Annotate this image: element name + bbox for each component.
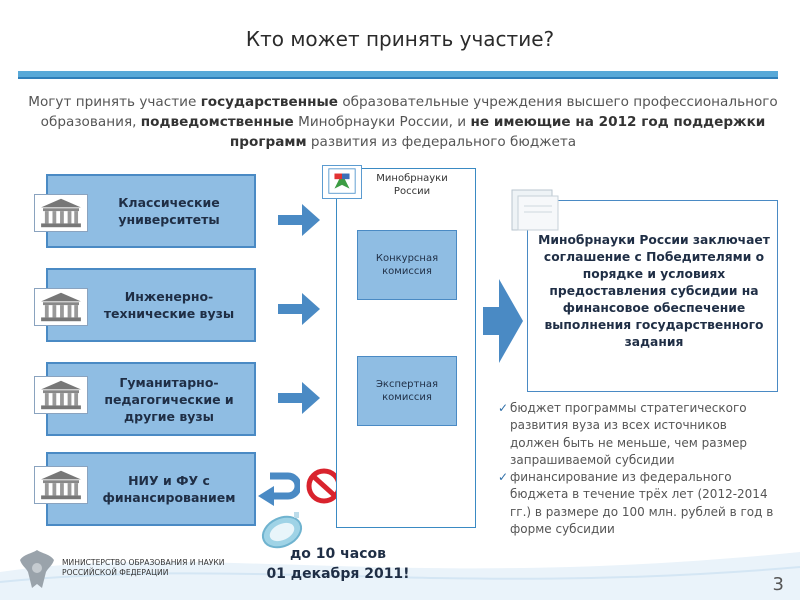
ministry-box [336, 168, 476, 528]
ministry-title: Минобрнауки России [376, 173, 448, 197]
list-item: ✓бюджет программы стратегического развит… [498, 401, 748, 467]
agreement-box [527, 200, 778, 392]
expert-commission-box: Экспертная комиссия [357, 356, 457, 426]
right-arrow-icon [278, 204, 320, 236]
title-divider [18, 71, 778, 79]
university-building-icon [34, 376, 88, 414]
requirements-list: ✓бюджет программы стратегического развит… [498, 400, 778, 538]
university-box-classic: Классические университеты [46, 174, 256, 248]
agreement-text: Минобрнауки России заключает соглашение … [538, 233, 770, 349]
decorative-wave [0, 552, 800, 600]
right-arrow-icon [278, 382, 320, 414]
document-icon [511, 189, 559, 231]
ministry-flag-icon [322, 165, 362, 199]
page-number: 3 [772, 574, 784, 595]
big-right-arrow-icon [483, 279, 523, 363]
ministry-footer-text: МИНИСТЕРСТВО ОБРАЗОВАНИЯ И НАУКИ РОССИЙС… [62, 558, 225, 577]
page-title: Кто может принять участие? [245, 27, 555, 51]
university-label: Инженерно-технические вузы [103, 289, 235, 321]
intro-text: Могут принять участие государственные об… [28, 94, 778, 150]
checkmark-icon: ✓ [498, 470, 509, 485]
university-label: НИУ и ФУ с финансированием [102, 473, 236, 505]
stopwatch-icon [261, 512, 303, 549]
university-building-icon [34, 194, 88, 232]
right-arrow-icon [278, 293, 320, 325]
coat-of-arms-icon [20, 550, 54, 588]
university-building-icon [34, 288, 88, 326]
commission-label: Экспертная комиссия [375, 379, 439, 403]
commission-label: Конкурсная комиссия [375, 253, 439, 277]
university-label: Гуманитарно-педагогические и другие вузы [104, 374, 234, 424]
return-arrow-icon [258, 472, 300, 506]
university-box-technical: Инженерно-технические вузы [46, 268, 256, 342]
checkmark-icon: ✓ [498, 401, 509, 415]
university-label: Классические университеты [118, 195, 220, 227]
list-item: ✓финансирование из федерального бюджета … [498, 470, 774, 537]
competition-commission-box: Конкурсная комиссия [357, 230, 457, 300]
deadline-text: до 10 часов 01 декабря 2011! [266, 546, 410, 582]
university-building-icon [34, 466, 88, 504]
